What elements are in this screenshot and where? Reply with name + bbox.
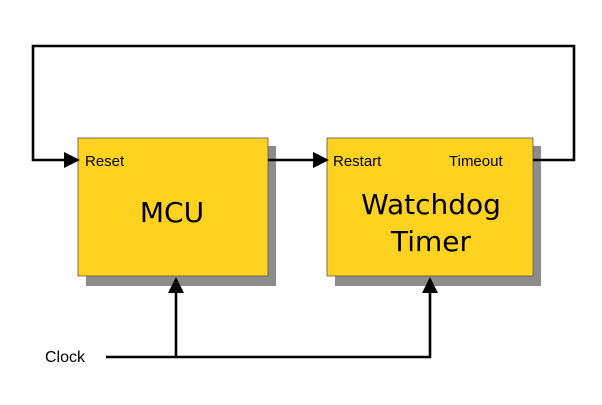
mcu-title: MCU	[140, 196, 204, 229]
mcu-block	[77, 137, 269, 277]
restart-arrow-icon	[313, 152, 329, 168]
reset-arrow-icon	[64, 152, 80, 168]
timeout-to-reset-wire	[31, 44, 576, 162]
watchdog-restart-label: Restart	[333, 153, 382, 170]
mcu-clock-arrow-icon	[168, 277, 184, 293]
watchdog-clock-arrow-icon	[422, 277, 438, 293]
clock-label: Clock	[45, 349, 86, 366]
mcu-reset-label: Reset	[85, 153, 125, 170]
watchdog-title-line1: Watchdog	[361, 188, 501, 221]
watchdog-block	[326, 137, 534, 277]
clock-to-watchdog-wire	[106, 289, 432, 359]
watchdog-timeout-label: Timeout	[449, 153, 503, 170]
watchdog-title-line2: Timer	[390, 225, 472, 258]
